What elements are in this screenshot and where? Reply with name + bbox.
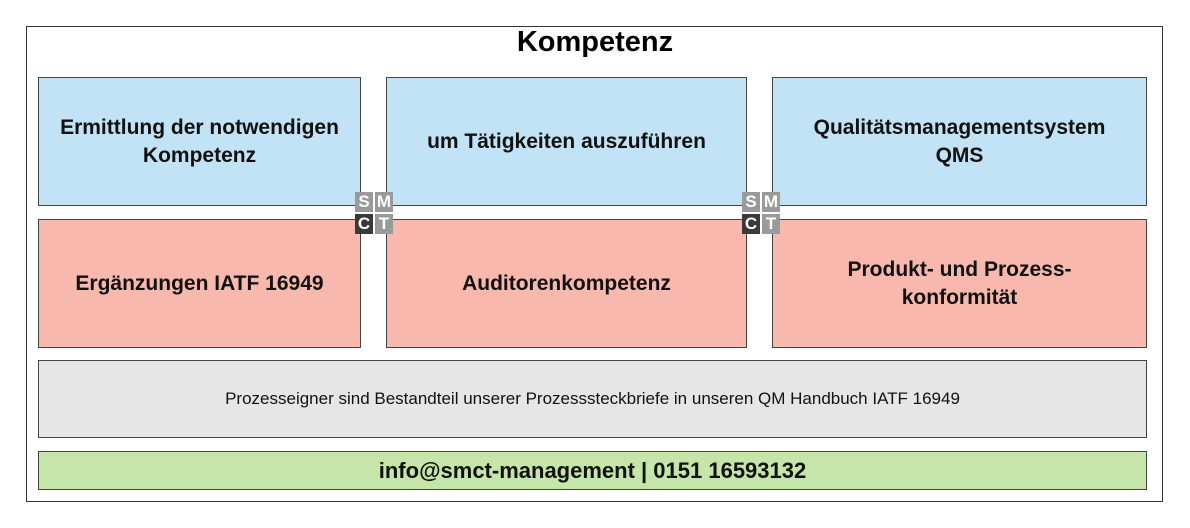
diagram-title: Kompetenz bbox=[516, 26, 674, 58]
logo-letter: C bbox=[355, 214, 373, 234]
diagram-frame bbox=[26, 26, 1163, 502]
logo-letter: T bbox=[762, 214, 780, 234]
box-auditorenkompetenz: Auditorenkompetenz bbox=[386, 219, 747, 348]
note-box: Prozesseigner sind Bestandteil unserer P… bbox=[38, 360, 1147, 438]
logo-letter: T bbox=[375, 214, 393, 234]
logo-letter: M bbox=[762, 192, 780, 212]
logo-letter: S bbox=[355, 192, 373, 212]
smct-logo: S M C T bbox=[742, 192, 780, 234]
box-taetigkeiten: um Tätigkeiten auszuführen bbox=[386, 77, 747, 206]
logo-letter: S bbox=[742, 192, 760, 212]
box-qms: Qualitätsmanagementsystem QMS bbox=[772, 77, 1147, 206]
contact-box: info@smct-management | 0151 16593132 bbox=[38, 451, 1147, 490]
box-iatf: Ergänzungen IATF 16949 bbox=[38, 219, 361, 348]
logo-letter: C bbox=[742, 214, 760, 234]
logo-letter: M bbox=[375, 192, 393, 212]
box-ermittlung: Ermittlung der notwendigen Kompetenz bbox=[38, 77, 361, 206]
smct-logo: S M C T bbox=[355, 192, 393, 234]
box-konformitaet: Produkt- und Prozess-konformität bbox=[772, 219, 1147, 348]
